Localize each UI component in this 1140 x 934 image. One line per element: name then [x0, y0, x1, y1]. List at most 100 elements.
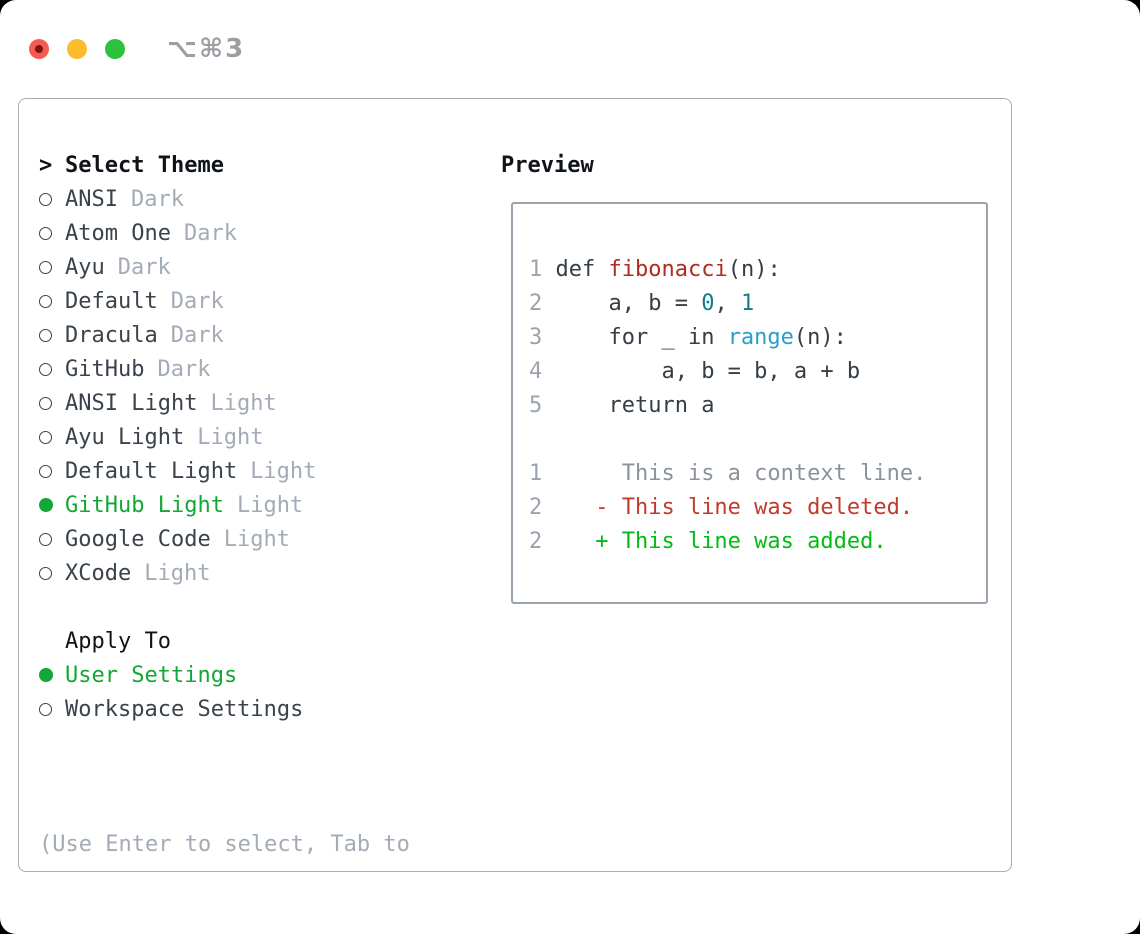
theme-option-label: ANSI Light	[65, 390, 198, 416]
theme-variant-badge: Dark	[130, 186, 184, 212]
radio-icon	[39, 362, 65, 376]
radio-circle	[39, 396, 52, 410]
radio-circle	[39, 430, 52, 444]
radio-circle	[39, 532, 52, 546]
theme-option-xcode[interactable]: XCode Light	[39, 556, 501, 590]
code-token-ln: 1	[529, 257, 543, 282]
code-token-pl: def	[542, 257, 609, 282]
theme-variant-badge: Dark	[117, 254, 171, 280]
code-line: 1 def fibonacci(n):	[529, 253, 986, 287]
theme-option-dracula[interactable]: Dracula Dark	[39, 318, 501, 352]
code-token-pl: (n):	[793, 325, 847, 350]
radio-circle	[39, 260, 52, 274]
code-line: 2 - This line was deleted.	[529, 491, 986, 525]
code-token-num: 0	[701, 291, 715, 316]
theme-variant-badge: Dark	[170, 322, 224, 348]
radio-circle	[39, 328, 52, 342]
theme-option-github[interactable]: GitHub Dark	[39, 352, 501, 386]
theme-variant-badge: Light	[223, 526, 290, 552]
code-token-ln: 3	[529, 325, 543, 350]
radio-icon	[39, 702, 65, 716]
code-line: 1 This is a context line.	[529, 457, 986, 491]
code-token-pl: for _ in	[542, 325, 728, 350]
theme-option-default-light[interactable]: Default Light Light	[39, 454, 501, 488]
theme-variant-badge: Dark	[170, 288, 224, 314]
hint-text: (Use Enter to select, Tab to change focu…	[39, 760, 501, 934]
zoom-button[interactable]	[105, 38, 125, 59]
unsaved-dot-icon	[35, 44, 43, 53]
hint-line-2: change focus)	[39, 930, 501, 934]
radio-icon	[39, 566, 65, 580]
theme-option-github-light[interactable]: GitHub Light Light	[39, 488, 501, 522]
theme-option-ansi-light[interactable]: ANSI Light Light	[39, 386, 501, 420]
code-token-pl: (n):	[727, 257, 781, 282]
hint-line-1: (Use Enter to select, Tab to	[39, 832, 410, 857]
radio-circle	[39, 294, 52, 308]
code-line: 5 return a	[529, 389, 986, 423]
theme-option-label: Ayu Light	[65, 424, 185, 450]
theme-option-atom-one[interactable]: Atom One Dark	[39, 216, 501, 250]
close-button[interactable]	[29, 38, 49, 59]
theme-option-ayu-light[interactable]: Ayu Light Light	[39, 420, 501, 454]
code-token-ln: 5	[529, 393, 543, 418]
cursor-arrow-icon: >	[39, 152, 53, 178]
radio-circle	[39, 498, 53, 512]
code-line: 3 for _ in range(n):	[529, 321, 986, 355]
preview-column: Preview 1 def fibonacci(n):2 a, b = 0, 1…	[501, 148, 988, 871]
theme-option-label: GitHub Light	[65, 492, 224, 518]
radio-selected-icon	[39, 498, 65, 512]
minimize-button[interactable]	[67, 38, 87, 59]
theme-variant-badge: Dark	[157, 356, 211, 382]
code-token-ln: 2	[529, 291, 543, 316]
radio-icon	[39, 294, 65, 308]
theme-variant-badge: Dark	[183, 220, 237, 246]
theme-variant-badge: Light	[250, 458, 317, 484]
radio-circle	[39, 668, 53, 682]
theme-option-ayu[interactable]: Ayu Dark	[39, 250, 501, 284]
theme-option-label: Ayu	[65, 254, 105, 280]
theme-option-label: Dracula	[65, 322, 158, 348]
radio-icon	[39, 430, 65, 444]
theme-variant-badge: Light	[144, 560, 211, 586]
radio-selected-icon	[39, 668, 65, 682]
code-token-add: + This line was added.	[542, 529, 887, 554]
theme-option-label: XCode	[65, 560, 132, 586]
theme-option-label: Google Code	[65, 526, 211, 552]
preview-title: Preview	[501, 152, 594, 178]
code-token-bi: range	[727, 325, 794, 350]
theme-variant-badge: Light	[197, 424, 264, 450]
apply-option-workspace-settings[interactable]: Workspace Settings	[39, 692, 501, 726]
theme-option-label: Default Light	[65, 458, 238, 484]
radio-icon	[39, 532, 65, 546]
code-token-del: - This line was deleted.	[542, 495, 914, 520]
code-token-fn: fibonacci	[608, 257, 728, 282]
apply-to-header: Apply To	[39, 624, 501, 658]
theme-option-label: GitHub	[65, 356, 145, 382]
code-line: 2 a, b = 0, 1	[529, 287, 986, 321]
apply-option-user-settings[interactable]: User Settings	[39, 658, 501, 692]
code-token-num: 1	[740, 291, 755, 316]
code-line-blank	[529, 423, 986, 457]
code-token-pl: return a	[542, 393, 715, 418]
select-theme-label: Select Theme	[65, 152, 224, 178]
radio-circle	[39, 192, 52, 206]
radio-icon	[39, 226, 65, 240]
code-token-ctx: This is a context line.	[542, 461, 927, 486]
apply-to-label: Apply To	[65, 628, 171, 654]
radio-icon	[39, 464, 65, 478]
spacer	[39, 590, 501, 624]
radio-circle	[39, 464, 52, 478]
theme-option-label: Atom One	[65, 220, 171, 246]
radio-circle	[39, 566, 52, 580]
theme-variant-badge: Light	[236, 492, 304, 518]
radio-icon	[39, 260, 65, 274]
code-token-ln: 2	[529, 495, 543, 520]
theme-option-google-code[interactable]: Google Code Light	[39, 522, 501, 556]
theme-variant-badge: Light	[210, 390, 277, 416]
